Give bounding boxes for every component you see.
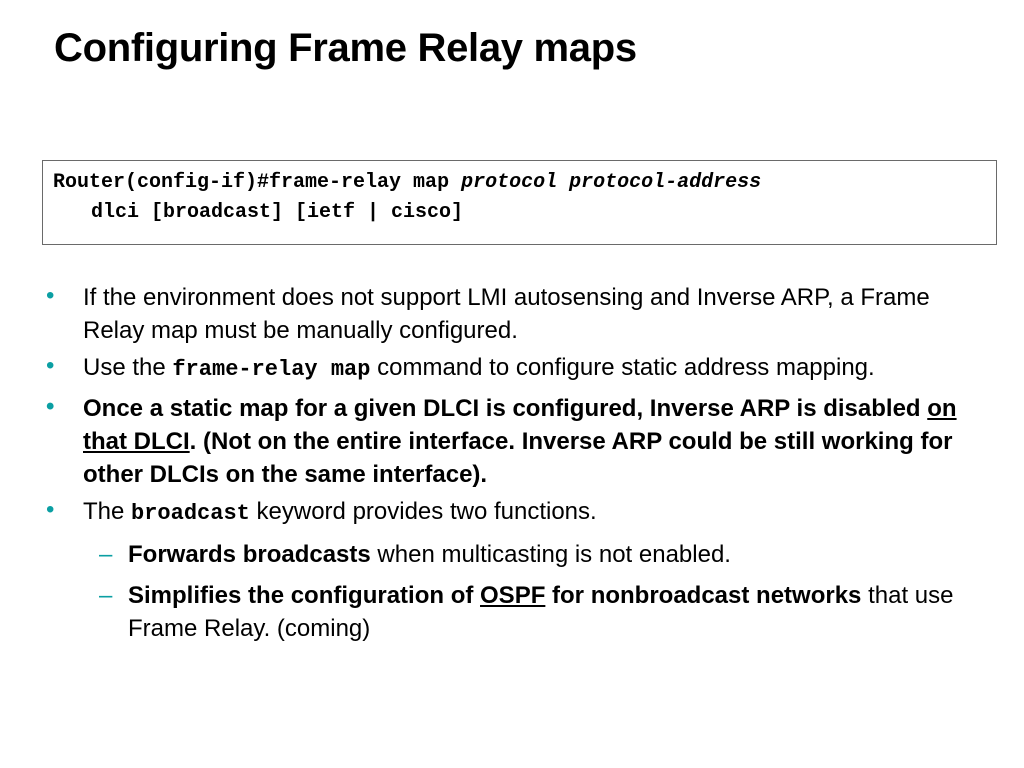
sub-bullet-bold: Forwards broadcasts xyxy=(128,541,371,568)
sub-bullet-underlined-bold: OSPF xyxy=(480,582,546,609)
command-arg-protocol-address: protocol-address xyxy=(569,171,762,194)
command-prefix: Router(config-if)#frame-relay map xyxy=(53,171,462,194)
bullet-item-broadcast: • The broadcast keyword provides two fun… xyxy=(46,495,996,530)
bullet-dot-icon: • xyxy=(46,393,55,420)
bullet-dot-icon: • xyxy=(46,352,55,379)
bullet-text-post: keyword provides two functions. xyxy=(249,498,597,525)
command-syntax-box: Router(config-if)#frame-relay map protoc… xyxy=(42,160,997,245)
bullet-item-inverse-arp: • Once a static map for a given DLCI is … xyxy=(46,392,996,491)
bullet-dot-icon: • xyxy=(46,496,55,523)
bullet-text-post: . (Not on the entire interface. Inverse … xyxy=(83,428,953,488)
command-line-1: Router(config-if)#frame-relay map protoc… xyxy=(53,168,996,198)
bullet-list: • If the environment does not support LM… xyxy=(46,281,996,645)
command-space xyxy=(557,171,569,194)
bullet-text-pre: The xyxy=(83,498,132,525)
bullet-code: frame-relay map xyxy=(172,357,371,382)
bullet-text-pre: Once a static map for a given DLCI is co… xyxy=(83,395,928,422)
bullet-item-lmi: • If the environment does not support LM… xyxy=(46,281,996,347)
bullet-code: broadcast xyxy=(131,501,250,526)
command-arg-protocol: protocol xyxy=(461,171,558,194)
bullet-text: If the environment does not support LMI … xyxy=(83,284,930,344)
bullet-text-pre: Use the xyxy=(83,354,173,381)
dash-icon: – xyxy=(99,582,113,609)
slide-title: Configuring Frame Relay maps xyxy=(54,26,637,70)
sub-bullet-simplifies: – Simplifies the configuration of OSPF f… xyxy=(46,579,996,645)
bullet-underlined-text: on that DLCI xyxy=(83,395,957,455)
command-line-2: dlci [broadcast] [ietf | cisco] xyxy=(91,201,464,224)
sub-bullet-text: that use Frame Relay. (coming) xyxy=(128,582,954,642)
sub-bullet-bold: for nonbroadcast networks xyxy=(545,582,862,609)
dash-icon: – xyxy=(99,541,113,568)
sub-bullet-bold: Simplifies the configuration of xyxy=(128,582,481,609)
bullet-dot-icon: • xyxy=(46,282,55,309)
sub-bullet-forwards: – Forwards broadcasts when multicasting … xyxy=(46,538,996,571)
sub-bullet-text: when multicasting is not enabled. xyxy=(370,541,731,568)
bullet-text-post: command to configure static address mapp… xyxy=(370,354,875,381)
bullet-item-frame-relay-map: • Use the frame-relay map command to con… xyxy=(46,351,996,386)
